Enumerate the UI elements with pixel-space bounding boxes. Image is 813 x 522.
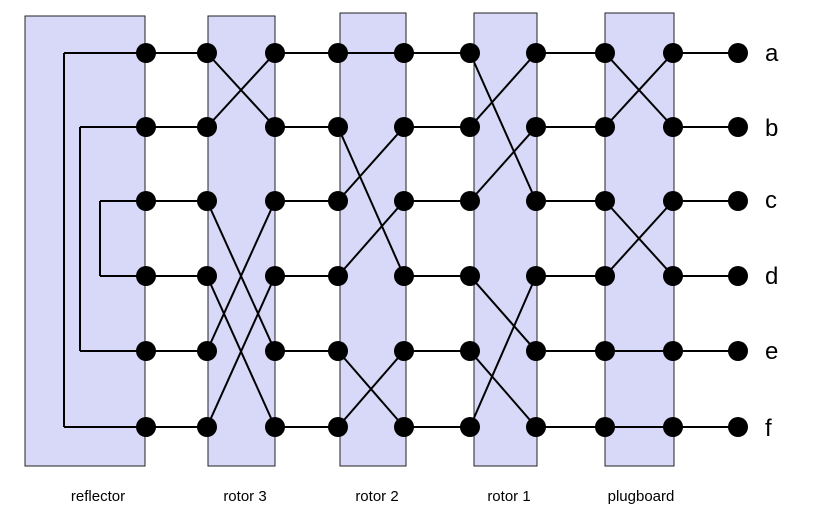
io-pin [728, 341, 748, 361]
rotor3-pin-right [265, 191, 285, 211]
rotor1-pin-right [526, 191, 546, 211]
rotor3-internal-wire [206, 200, 276, 352]
plugboard-pin-left [595, 417, 615, 437]
rotor-2-label: rotor 2 [355, 488, 398, 505]
rotor3-pin-left [197, 417, 217, 437]
io-pin [728, 417, 748, 437]
rotor2-pin-left [328, 43, 348, 63]
rotor-2-box [339, 12, 407, 467]
plugboard-pin-right [663, 43, 683, 63]
plugboard-label: plugboard [608, 488, 675, 505]
rotor1-pin-left [460, 43, 480, 63]
reflector-pin [136, 191, 156, 211]
rotor3-pin-right [265, 341, 285, 361]
rotor1-internal-wire [469, 350, 537, 428]
io-pin [728, 117, 748, 137]
plugboard-pin-right [663, 341, 683, 361]
plugboard-internal-wire [604, 200, 674, 277]
rotor2-pin-left [328, 191, 348, 211]
rotor2-pin-right [394, 266, 414, 286]
rotor2-internal-wire [337, 350, 405, 428]
wires-group [63, 52, 738, 428]
rotor3-internal-wire [206, 52, 276, 128]
rotor3-pin-right [265, 266, 285, 286]
io-pin [728, 43, 748, 63]
rotor1-internal-wire [469, 52, 537, 202]
rotor2-internal-wire [337, 126, 405, 202]
plugboard-pin-left [595, 117, 615, 137]
rotor2-pin-right [394, 341, 414, 361]
rotor1-pin-right [526, 341, 546, 361]
rotor1-pin-left [460, 417, 480, 437]
rotor2-pin-right [394, 417, 414, 437]
rotor2-internal-wire [337, 126, 405, 277]
io-label-d: d [765, 263, 778, 290]
rotor2-pin-left [328, 417, 348, 437]
rotor1-pin-right [526, 43, 546, 63]
plugboard-pin-right [663, 117, 683, 137]
rotor1-internal-wire [469, 275, 537, 428]
plugboard-pin-left [595, 43, 615, 63]
rotor1-internal-wire [469, 275, 537, 352]
plugboard-pin-right [663, 191, 683, 211]
io-label-b: b [765, 115, 778, 142]
reflector-pin [136, 117, 156, 137]
io-pin [728, 191, 748, 211]
rotor1-internal-wire [469, 126, 537, 202]
rotor1-pin-left [460, 117, 480, 137]
rotor-1-label: rotor 1 [487, 488, 530, 505]
reflector-box [24, 15, 146, 467]
rotor1-pin-right [526, 266, 546, 286]
io-label-a: a [765, 40, 779, 67]
io-label-f: f [765, 415, 772, 442]
plugboard-pin-left [595, 341, 615, 361]
reflector-pin [136, 417, 156, 437]
rotor1-pin-right [526, 417, 546, 437]
plugboard-pin-right [663, 417, 683, 437]
reflector-pin [136, 341, 156, 361]
rotor-3-label: rotor 3 [223, 488, 266, 505]
rotor3-pin-left [197, 117, 217, 137]
reflector-pin [136, 266, 156, 286]
rotor1-pin-left [460, 191, 480, 211]
rotor2-pin-left [328, 266, 348, 286]
rotor1-pin-right [526, 117, 546, 137]
plugboard-pin-left [595, 266, 615, 286]
rotor-3-box [207, 15, 276, 467]
rotor2-pin-left [328, 117, 348, 137]
rotor2-pin-right [394, 191, 414, 211]
rotor3-internal-wire [206, 275, 276, 428]
rotor1-internal-wire [469, 52, 537, 128]
rotor3-pin-right [265, 117, 285, 137]
rotor2-pin-right [394, 117, 414, 137]
rotor2-pin-right [394, 43, 414, 63]
rotor3-pin-left [197, 341, 217, 361]
rotor3-pin-left [197, 266, 217, 286]
rotor2-internal-wire [337, 200, 405, 277]
reflector-label: reflector [71, 488, 125, 505]
reflector-pin [136, 43, 156, 63]
plugboard-internal-wire [604, 52, 674, 128]
rotor2-pin-left [328, 341, 348, 361]
io-pin [728, 266, 748, 286]
rotor1-pin-left [460, 266, 480, 286]
io-label-c: c [765, 187, 777, 214]
rotor3-pin-left [197, 191, 217, 211]
rotor3-pin-right [265, 417, 285, 437]
rotor3-pin-right [265, 43, 285, 63]
io-label-e: e [765, 338, 778, 365]
rotor3-pin-left [197, 43, 217, 63]
pins-group [136, 43, 748, 437]
plugboard-pin-right [663, 266, 683, 286]
rotor1-pin-left [460, 341, 480, 361]
plugboard-pin-left [595, 191, 615, 211]
